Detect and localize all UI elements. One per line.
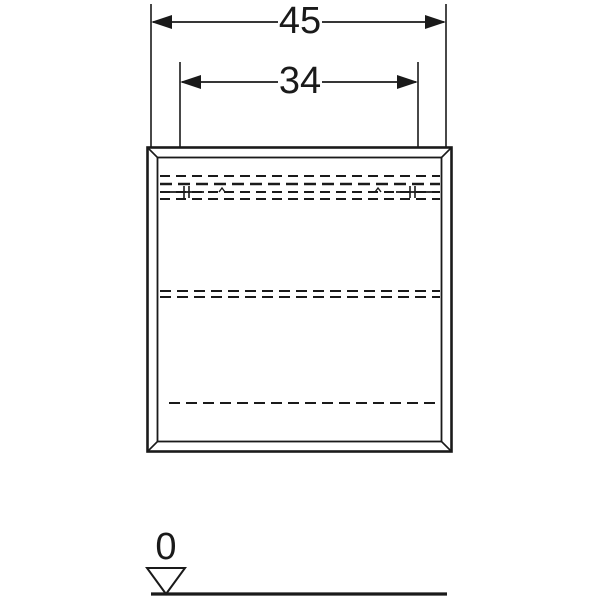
dimension-overall-width: 45 — [150, 0, 447, 150]
miter-corner-top-left — [146, 146, 159, 159]
hidden-lines-top-cluster — [160, 175, 440, 200]
datum-triangle-icon — [145, 567, 187, 596]
detail-marks-top-band — [168, 186, 432, 198]
arrowhead-right-34 — [397, 75, 418, 89]
datum-label: 0 — [155, 526, 176, 568]
dimension-label-inner-width: 34 — [279, 60, 321, 102]
miter-corner-top-right — [440, 146, 453, 159]
cabinet-inner-outline — [156, 156, 443, 443]
caret-mark-left — [218, 186, 226, 193]
hidden-lines-middle-pair — [160, 290, 440, 298]
dimension-inner-width: 34 — [179, 60, 419, 206]
miter-corner-bottom-left — [146, 440, 159, 453]
miter-corner-bottom-right — [440, 440, 453, 453]
arrowhead-left-45 — [151, 15, 172, 29]
arrowhead-left-34 — [180, 75, 201, 89]
cabinet-body — [146, 146, 453, 453]
arrowhead-right-45 — [425, 15, 446, 29]
caret-mark-right — [374, 186, 382, 193]
dimension-label-overall-width: 45 — [279, 0, 321, 42]
datum-symbol: 0 — [145, 526, 447, 596]
